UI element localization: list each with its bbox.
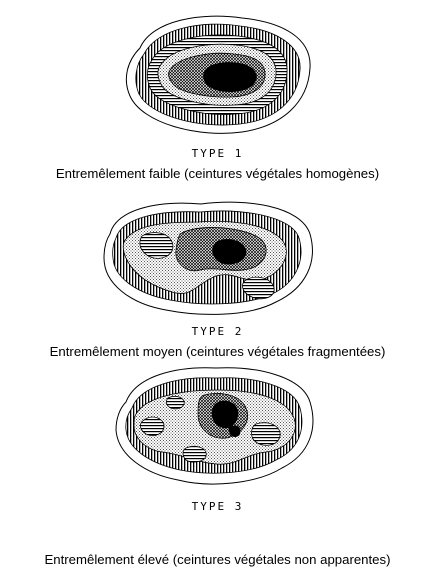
dark-core — [203, 62, 257, 92]
caption: Entremêlement faible (ceintures végétale… — [0, 166, 435, 181]
type-3-map — [106, 362, 326, 492]
caption: Entremêlement moyen (ceintures végétales… — [0, 344, 435, 359]
type-1-map — [112, 8, 322, 138]
horizontal-hatch-patch — [183, 446, 206, 462]
caption: Entremêlement élevé (ceintures végétales… — [0, 552, 435, 567]
type-label: TYPE 1 — [0, 147, 435, 160]
type-label: TYPE 2 — [0, 325, 435, 338]
horizontal-hatch-patch — [252, 423, 281, 446]
horizontal-hatch-patch — [140, 417, 164, 435]
type-label: TYPE 3 — [0, 500, 435, 513]
horizontal-hatch-patch — [167, 396, 185, 408]
type-2-map — [96, 192, 326, 322]
